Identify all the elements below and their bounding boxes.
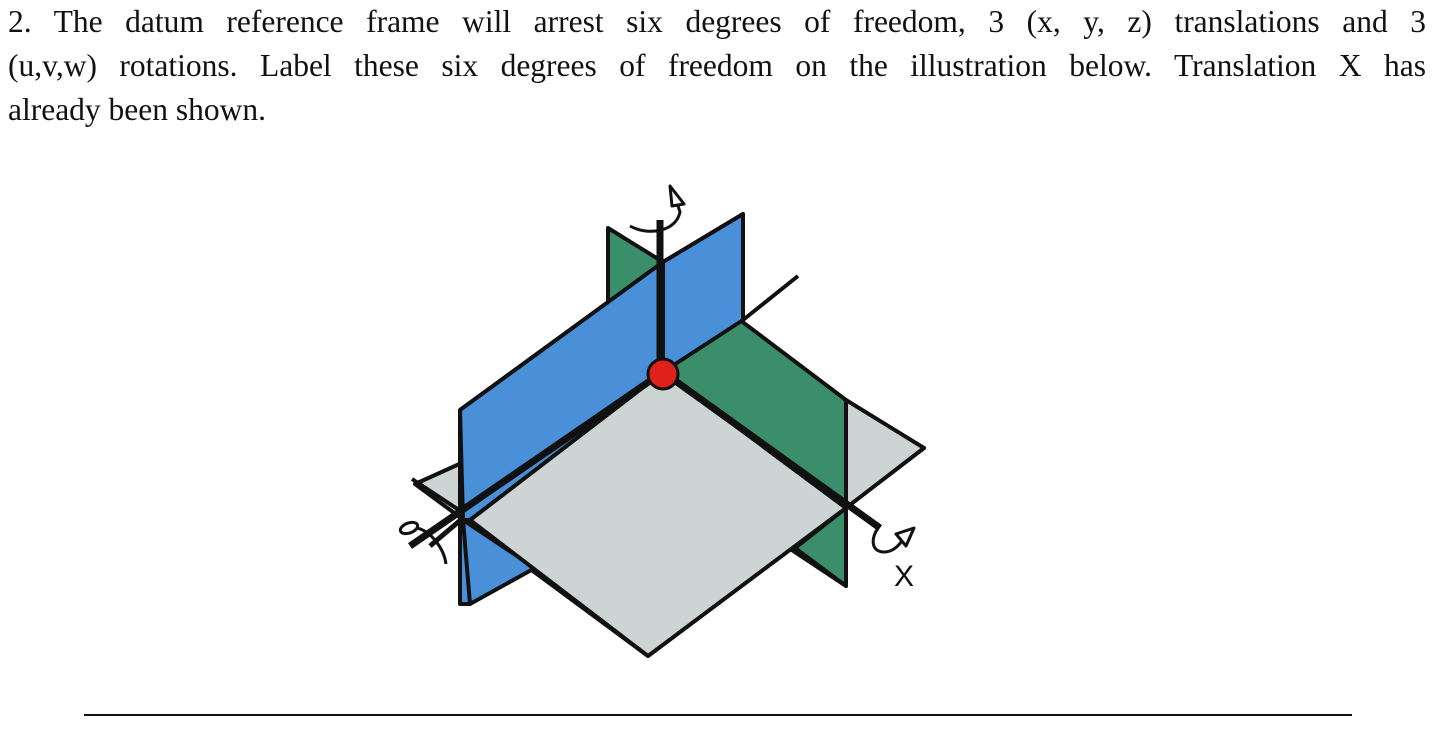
green-datum-plane [606,226,848,588]
question-line-2: (u,v,w) rotations. Label these six degre… [8,48,1426,83]
origin-point [646,357,680,391]
question-text: 2. The datum reference frame will arrest… [8,0,1426,132]
z-axis-line [408,369,665,549]
y-rotation-arrow-icon [629,199,682,233]
question-line-3: already been shown. [8,92,267,127]
horizontal-datum-plane-front [468,370,848,658]
blue-datum-plane-upper [661,212,745,374]
left-edge-tick [410,477,464,514]
horizontal-datum-plane [413,370,926,658]
green-datum-plane-upper [661,260,848,510]
horizontal-datum-plane-right [844,398,926,510]
z-rotation-arrow-icon [415,526,448,565]
green-datum-plane-lower [793,506,848,588]
x-rotation-arrow-icon [871,527,906,554]
z-rotation-arrowhead-icon [398,520,420,536]
x-rotation-arrowhead-icon [894,526,916,548]
z-axis-line-back [741,274,800,322]
blue-datum-plane-left [458,260,665,522]
z-axis-extension [428,516,465,548]
x-axis-label: X [894,560,914,593]
answer-blank-line[interactable] [84,714,1352,716]
blue-datum-plane-lower [461,518,537,606]
question-line-1: 2. The datum reference frame will arrest… [8,4,1426,39]
blue-datum-plane [458,212,745,606]
y-rotation-arrowhead-icon [668,184,686,208]
x-axis-line [660,369,883,531]
